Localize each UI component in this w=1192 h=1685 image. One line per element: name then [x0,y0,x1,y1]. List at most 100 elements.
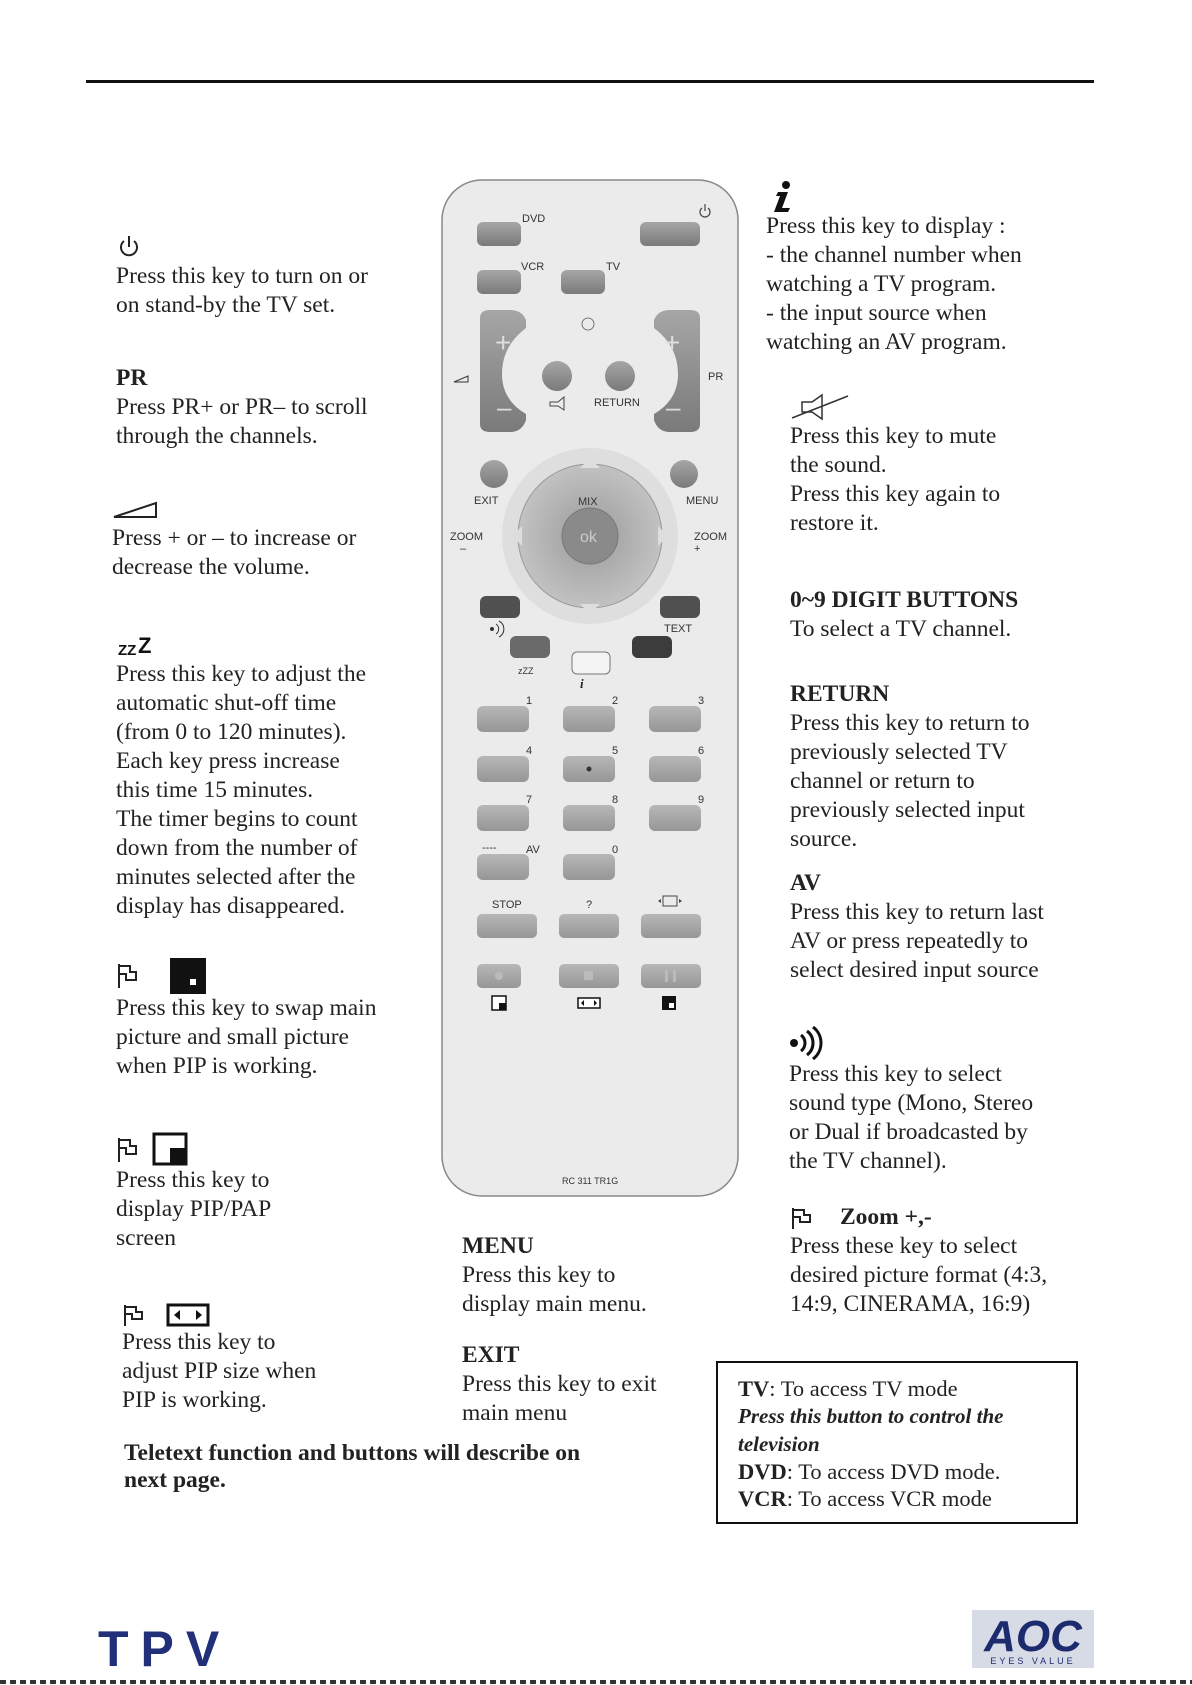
av-label: AV [526,844,541,856]
exit-section: EXIT Press this key to exit main menu [462,1341,702,1428]
return-button[interactable] [605,361,635,391]
nav-down-icon[interactable] [580,604,600,614]
mute-icon [791,393,849,421]
pip-text: Press this key to display PIP/PAP screen [116,1167,272,1251]
mix-label: MIX [578,496,598,508]
aoc-logo-text: AOC [984,1612,1082,1661]
power-section: Press this key to turn on or on stand-by… [116,232,416,320]
tv-button[interactable] [561,270,605,294]
play-button[interactable] [559,914,619,938]
sleep-section: ZZ Z Press this key to adjust the automa… [116,630,416,921]
stop-label: STOP [492,899,522,911]
remote-control: DVD VCR TV + – + – PR RETURN EXIT MENU M… [441,179,739,1197]
digit-9-button[interactable] [649,805,701,831]
zoom-heading: Zoom +,- [840,1204,932,1230]
exit-button[interactable] [480,460,508,488]
power-button-icon [699,204,711,218]
digit-3-button[interactable] [649,706,701,732]
sleep-button[interactable] [510,636,550,658]
dashes-label: ---- [482,842,497,854]
sound-button[interactable] [480,596,520,618]
av-button[interactable] [477,854,529,880]
zoom-minus-label: ZOOM [450,531,483,543]
nav-up-icon[interactable] [580,458,600,468]
digit-3-label: 3 [698,695,704,707]
dark-button[interactable] [632,636,672,658]
subtitle-icon [658,895,682,907]
pip-zoom-icon [792,1207,811,1229]
digit-7-button[interactable] [477,805,529,831]
mute-text: Press this key to mute the sound. Press … [790,423,1001,536]
digit-2-button[interactable] [563,706,615,732]
aoc-logo-sub: EYES VALUE [990,1656,1076,1666]
info-section: Press this key to display : - the channe… [766,180,1096,357]
info-button[interactable] [571,651,611,675]
return-heading: RETURN [790,681,890,707]
info-text: Press this key to display : - the channe… [766,213,1022,355]
digit-0-button[interactable] [563,854,615,880]
top-rule [86,80,1094,83]
digit-1-button[interactable] [477,706,529,732]
menu-label: MENU [686,495,718,507]
digit-8-button[interactable] [563,805,615,831]
digit-2-label: 2 [612,695,618,707]
digits-heading: 0~9 DIGIT BUTTONS [790,587,1019,613]
digit-9-label: 9 [698,794,704,806]
zoom-minus-sign: – [460,543,467,555]
return-label: RETURN [594,397,640,409]
pr-plus: + [664,327,680,358]
ok-button[interactable] [561,507,619,565]
pr-section: PR Press PR+ or PR– to scroll through th… [116,364,416,451]
text-label: TEXT [664,623,692,635]
sleep-text: Press this key to adjust the automatic s… [116,661,366,919]
vcr-button[interactable] [477,270,521,294]
pip-swap-small-icon [662,996,676,1010]
digit-5-dot [586,766,592,772]
mute-button-icon [549,395,565,411]
sound-button-icon [490,620,505,638]
pr-label: PR [708,371,723,383]
pr-minus: – [666,392,681,422]
menu-button[interactable] [670,460,698,488]
zoom-text: Press these key to select desired pictur… [790,1233,1048,1317]
digits-section: 0~9 DIGIT BUTTONS To select a TV channel… [790,586,1090,644]
pr-rocker[interactable] [654,310,700,432]
pr-heading: PR [116,365,148,391]
sound-text: Press this key to select sound type (Mon… [789,1061,1034,1174]
digit-0-label: 0 [612,844,618,856]
volume-rocker[interactable] [480,310,526,432]
nav-right-icon[interactable] [658,526,668,546]
pr-text: Press PR+ or PR– to scroll through the c… [116,394,368,449]
mode-box: TV: To access TV mode Press this button … [716,1361,1078,1524]
record-icon [495,972,503,980]
tv-text: : To access TV mode [769,1376,958,1401]
av-heading: AV [790,870,821,896]
pip-section: Press this key to display PIP/PAP screen [116,1132,416,1253]
tv-label: TV [738,1376,770,1401]
pipsize-text: Press this key to adjust PIP size when P… [122,1329,317,1413]
bottom-rule [0,1680,1192,1684]
mute-button[interactable] [542,361,572,391]
forward-button[interactable] [641,914,701,938]
text-button[interactable] [660,596,700,618]
pip-size-icon [124,1303,210,1327]
digit-4-button[interactable] [477,756,529,782]
digit-6-button[interactable] [649,756,701,782]
exit-label: EXIT [474,495,499,507]
av-text: Press this key to return last AV or pres… [790,899,1044,983]
exit-heading: EXIT [462,1342,520,1368]
rewind-button[interactable] [477,914,537,938]
info-icon [774,181,790,212]
return-section: RETURN Press this key to return to previ… [790,680,1090,854]
vcr-label: VCR [521,261,544,273]
vcr-text: : To access VCR mode [786,1486,992,1511]
return-text: Press this key to return to previously s… [790,710,1030,852]
exit-text: Press this key to exit main menu [462,1371,657,1426]
nav-left-icon[interactable] [512,526,522,546]
digit-1-label: 1 [526,695,532,707]
stop-icon [584,971,593,980]
pause-button[interactable] [641,964,701,988]
dvd-button[interactable] [477,222,521,246]
power-button[interactable] [640,222,700,246]
dvd-text: : To access DVD mode. [786,1459,1001,1484]
